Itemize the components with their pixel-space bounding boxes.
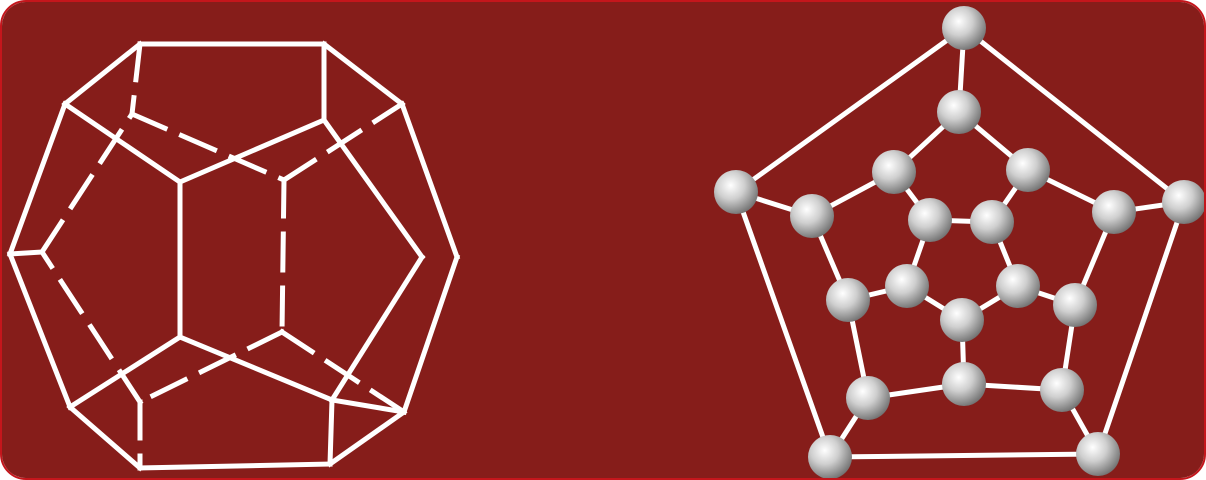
graph-vertex bbox=[1006, 148, 1050, 192]
hidden-edge bbox=[278, 328, 408, 416]
hidden-edge bbox=[7, 249, 45, 257]
graph-vertex bbox=[1053, 283, 1097, 327]
graph-vertex bbox=[1092, 190, 1136, 234]
visible-edge bbox=[61, 40, 144, 108]
hidden-edge bbox=[38, 248, 144, 406]
visible-edge bbox=[176, 333, 336, 404]
visible-edge bbox=[176, 116, 328, 186]
graph-vertex bbox=[908, 198, 952, 242]
visible-edge bbox=[6, 250, 74, 411]
graph-vertex bbox=[846, 376, 890, 420]
visible-edge bbox=[61, 100, 184, 186]
dodecahedron-wireframe bbox=[6, 40, 461, 472]
visible-edge bbox=[320, 40, 406, 108]
graph-vertex bbox=[937, 90, 981, 134]
graph-vertex bbox=[996, 264, 1040, 308]
graph-vertex bbox=[1076, 432, 1120, 476]
visible-edge bbox=[326, 408, 408, 468]
hidden-edge bbox=[129, 41, 143, 117]
graph-edge bbox=[732, 188, 834, 461]
visible-edge bbox=[137, 461, 333, 471]
hidden-edge bbox=[128, 110, 288, 184]
visible-edge bbox=[327, 397, 335, 467]
graph-vertex bbox=[808, 435, 852, 478]
graph-vertex bbox=[1162, 180, 1204, 224]
visible-edge bbox=[400, 253, 461, 416]
visible-edge bbox=[66, 333, 184, 411]
hidden-edges bbox=[7, 41, 408, 471]
visible-edge bbox=[398, 100, 461, 261]
graph-vertices bbox=[714, 6, 1204, 478]
graph-vertex bbox=[1040, 368, 1084, 412]
graph-edge bbox=[827, 451, 1101, 460]
hidden-edge bbox=[279, 177, 287, 335]
hidden-edge bbox=[136, 328, 286, 406]
graph-edge bbox=[1094, 198, 1188, 458]
graph-edge bbox=[732, 24, 968, 196]
graph-vertex bbox=[970, 200, 1014, 244]
visible-edge bbox=[329, 397, 407, 415]
dodecahedron-schlegel-graph bbox=[714, 6, 1204, 478]
graph-vertex bbox=[942, 362, 986, 406]
visible-edge bbox=[6, 100, 69, 258]
graph-vertex bbox=[714, 170, 758, 214]
visible-edge bbox=[66, 403, 144, 472]
graph-vertex bbox=[885, 264, 929, 308]
graph-vertex bbox=[940, 298, 984, 342]
graph-edge bbox=[960, 24, 1188, 206]
hidden-edge bbox=[38, 110, 136, 256]
graph-vertex bbox=[826, 278, 870, 322]
graph-vertex bbox=[790, 194, 834, 238]
graph-vertex bbox=[942, 6, 986, 50]
hidden-edge bbox=[280, 100, 406, 184]
graph-vertex bbox=[872, 150, 916, 194]
